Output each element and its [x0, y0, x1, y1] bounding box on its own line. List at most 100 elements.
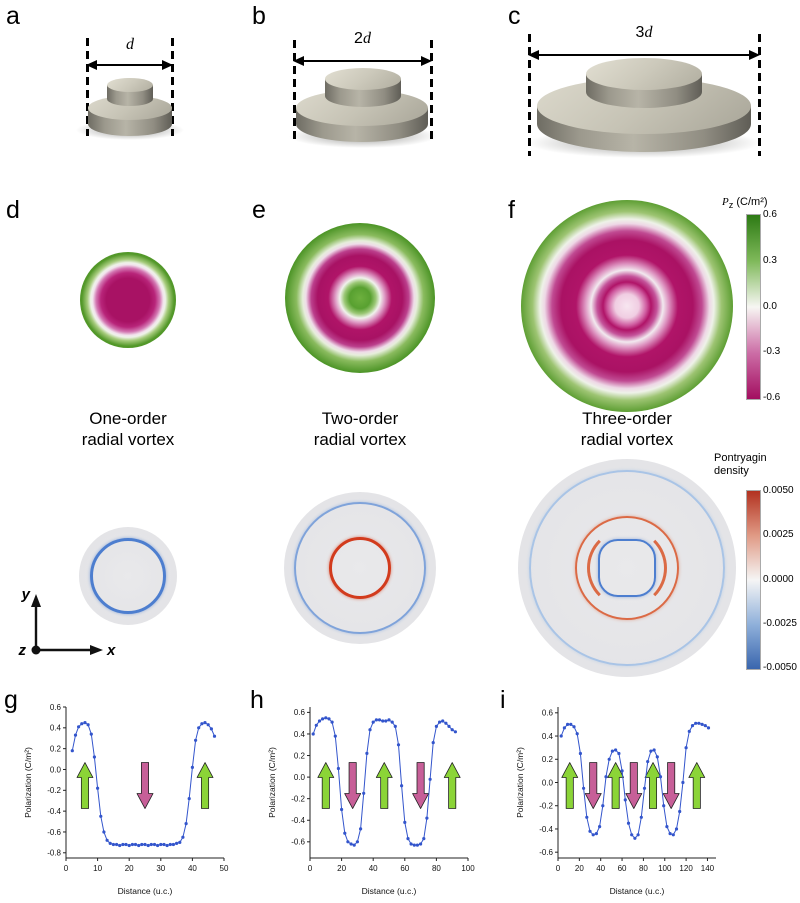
arrow-line	[95, 64, 164, 67]
colorbar-tick-label: 0.0050	[763, 485, 794, 496]
svg-text:0.0: 0.0	[542, 778, 554, 787]
colorbar-tick-label: 0.0	[763, 300, 777, 312]
pontryagin-map-three-order	[518, 459, 736, 677]
pz-map-two-order	[285, 223, 435, 373]
arrow-line	[302, 60, 423, 63]
panel-letter-i: i	[500, 686, 506, 714]
colorbar-tick-label: 0.0000	[763, 573, 794, 585]
diameter-label: 2d	[354, 30, 371, 47]
panel-letter-g: g	[4, 686, 18, 714]
panel-letter-e: e	[252, 196, 266, 224]
caption-two-order: Two-order radial vortex	[313, 409, 407, 449]
panel-letter-c: c	[508, 2, 521, 30]
svg-text:Polarization (C/m²): Polarization (C/m²)	[267, 747, 277, 818]
top-disk	[107, 78, 153, 106]
caption-one-order: One-order radial vortex	[81, 409, 175, 449]
svg-text:0.4: 0.4	[542, 732, 554, 741]
colorbar-tick-label: -0.3	[763, 346, 781, 358]
svg-text:-0.4: -0.4	[291, 816, 305, 825]
coordinate-axes: y x z	[4, 586, 119, 668]
svg-text:20: 20	[125, 864, 134, 873]
svg-text:0.6: 0.6	[50, 703, 62, 712]
svg-text:140: 140	[701, 864, 715, 873]
svg-text:Distance (u.c.): Distance (u.c.)	[610, 886, 665, 896]
pontryagin-map-one-order	[79, 527, 177, 625]
svg-text:-0.4: -0.4	[539, 825, 553, 834]
arrowhead-left-icon	[528, 50, 539, 60]
svg-text:0.6: 0.6	[294, 708, 306, 717]
svg-text:40: 40	[369, 864, 378, 873]
diameter-arrow	[293, 56, 432, 66]
y-arrowhead-icon	[31, 594, 41, 607]
inner-blue-ring	[598, 539, 656, 597]
panel-letter-h: h	[250, 686, 264, 714]
colorbar-tick-label: 0.3	[763, 254, 777, 266]
red-arcs	[587, 528, 667, 608]
svg-text:80: 80	[639, 864, 648, 873]
svg-text:0: 0	[64, 864, 69, 873]
arrowhead-right-icon	[421, 56, 432, 66]
arrow-line	[537, 54, 751, 57]
red-ring	[329, 537, 391, 599]
z-origin-dot-icon	[31, 645, 41, 655]
svg-text:-0.4: -0.4	[47, 807, 61, 816]
diameter-label: 3d	[635, 24, 653, 41]
svg-text:0.0: 0.0	[50, 765, 62, 774]
panel-letter-d: d	[6, 196, 20, 224]
top-disk	[325, 68, 401, 107]
dashed-line-right	[758, 34, 761, 156]
svg-text:40: 40	[596, 864, 605, 873]
panel-a-nanodot: d	[60, 30, 200, 142]
svg-text:0.2: 0.2	[542, 755, 554, 764]
svg-text:40: 40	[188, 864, 197, 873]
colorbar-tick-label: -0.6	[763, 392, 781, 403]
outer-blue-ring	[529, 470, 725, 666]
svg-text:-0.8: -0.8	[47, 849, 61, 858]
dashed-line-left	[528, 34, 531, 156]
panel-letter-a: a	[6, 2, 20, 30]
arrowhead-left-icon	[86, 60, 97, 70]
pz-colorbar-tick-labels: 0.6 0.3 0.0 -0.3 -0.6	[763, 209, 780, 403]
svg-text:-0.6: -0.6	[291, 838, 305, 847]
svg-text:Distance (u.c.): Distance (u.c.)	[118, 886, 173, 896]
colorbar-tick-label: -0.0050	[763, 662, 797, 673]
pz-map-one-order	[80, 252, 176, 348]
svg-text:80: 80	[432, 864, 441, 873]
svg-text:60: 60	[618, 864, 627, 873]
arrowhead-right-icon	[162, 60, 173, 70]
x-axis-label: x	[106, 642, 116, 659]
panel-b-nanodot: 2d	[285, 30, 440, 152]
svg-text:30: 30	[156, 864, 165, 873]
pz-colorbar	[746, 214, 761, 400]
top-disk	[586, 58, 702, 108]
svg-text:-0.6: -0.6	[539, 848, 553, 857]
svg-text:0.2: 0.2	[294, 751, 306, 760]
blue-ring	[90, 538, 166, 614]
pontryagin-colorbar-title: Pontryagin density	[714, 452, 767, 477]
panel-letter-b: b	[252, 2, 266, 30]
pontryagin-map-two-order	[284, 492, 436, 644]
svg-text:Distance (u.c.): Distance (u.c.)	[362, 886, 417, 896]
pz-map-three-order	[521, 200, 733, 412]
arrowhead-right-icon	[749, 50, 760, 60]
svg-text:50: 50	[220, 864, 229, 873]
base-disk	[296, 90, 428, 142]
svg-text:Polarization (C/m²): Polarization (C/m²)	[515, 747, 525, 818]
diameter-label: d	[126, 36, 134, 53]
svg-text:20: 20	[337, 864, 346, 873]
svg-text:0.6: 0.6	[542, 709, 554, 718]
svg-text:10: 10	[93, 864, 102, 873]
dashed-line-left	[86, 38, 89, 136]
svg-text:0.4: 0.4	[50, 724, 62, 733]
pontryagin-colorbar	[746, 490, 761, 670]
colorbar-tick-label: 0.6	[763, 209, 777, 220]
blue-ring	[294, 502, 426, 634]
dashed-line-right	[430, 40, 433, 144]
colorbar-tick-label: 0.0025	[763, 529, 794, 541]
svg-text:-0.2: -0.2	[291, 794, 305, 803]
red-ring	[575, 516, 679, 620]
